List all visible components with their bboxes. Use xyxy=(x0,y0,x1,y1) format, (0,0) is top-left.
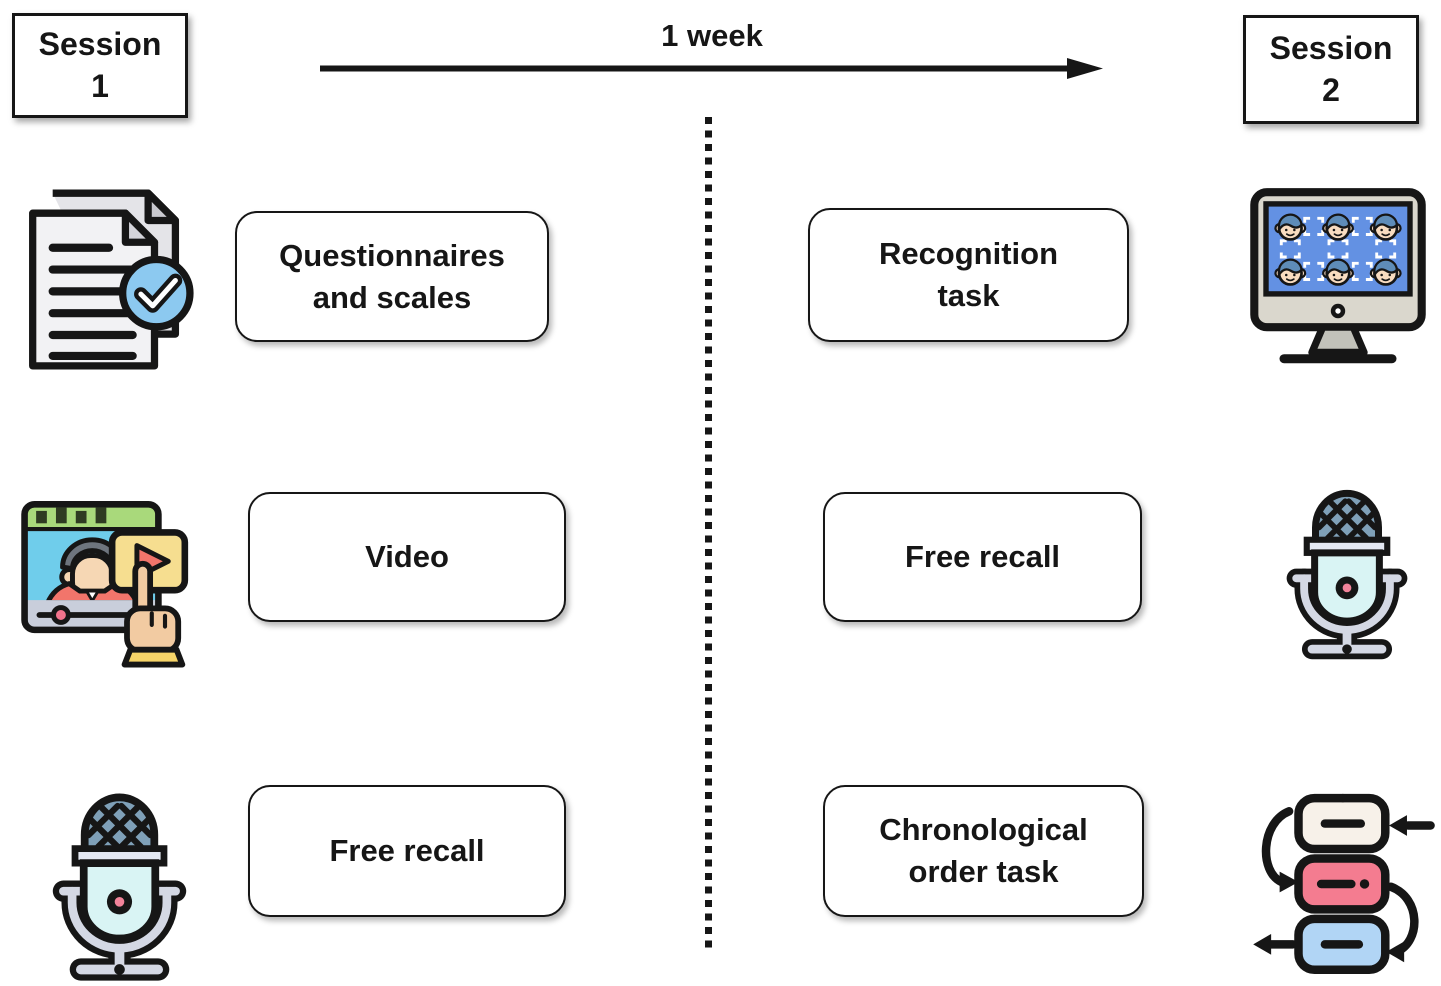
mic-lattice xyxy=(1316,498,1378,541)
header-squares xyxy=(36,507,107,524)
week-duration-label: 1 week xyxy=(661,18,763,53)
video-player-icon xyxy=(13,482,203,672)
documents-check-icon xyxy=(12,175,197,375)
sequence-icon xyxy=(1245,783,1435,983)
mic-lattice xyxy=(85,802,154,850)
microphone-icon xyxy=(42,779,197,984)
pointing-hand xyxy=(121,560,186,668)
session-divider-dotted-line xyxy=(705,117,712,950)
progress-dot xyxy=(51,605,71,625)
step-label-free-recall-s2: Free recall xyxy=(823,492,1142,622)
monitor-stand xyxy=(1308,323,1368,356)
monitor-base xyxy=(1279,354,1397,364)
step-label-video: Video xyxy=(248,492,566,622)
step-label-free-recall-s1: Free recall xyxy=(248,785,566,917)
session2-title-box: Session 2 xyxy=(1243,15,1419,124)
check-mark xyxy=(138,277,178,309)
monitor-faces-icon xyxy=(1242,185,1434,365)
step-label-chronological: Chronological order task xyxy=(823,785,1144,917)
timeline-arrow xyxy=(320,58,1103,79)
step-label-recognition: Recognition task xyxy=(808,208,1129,342)
session1-title-box: Session 1 xyxy=(12,13,188,118)
seq-dashes xyxy=(1316,819,1365,949)
step-label-questionnaires: Questionnaires and scales xyxy=(235,211,549,342)
microphone-icon xyxy=(1277,472,1417,667)
